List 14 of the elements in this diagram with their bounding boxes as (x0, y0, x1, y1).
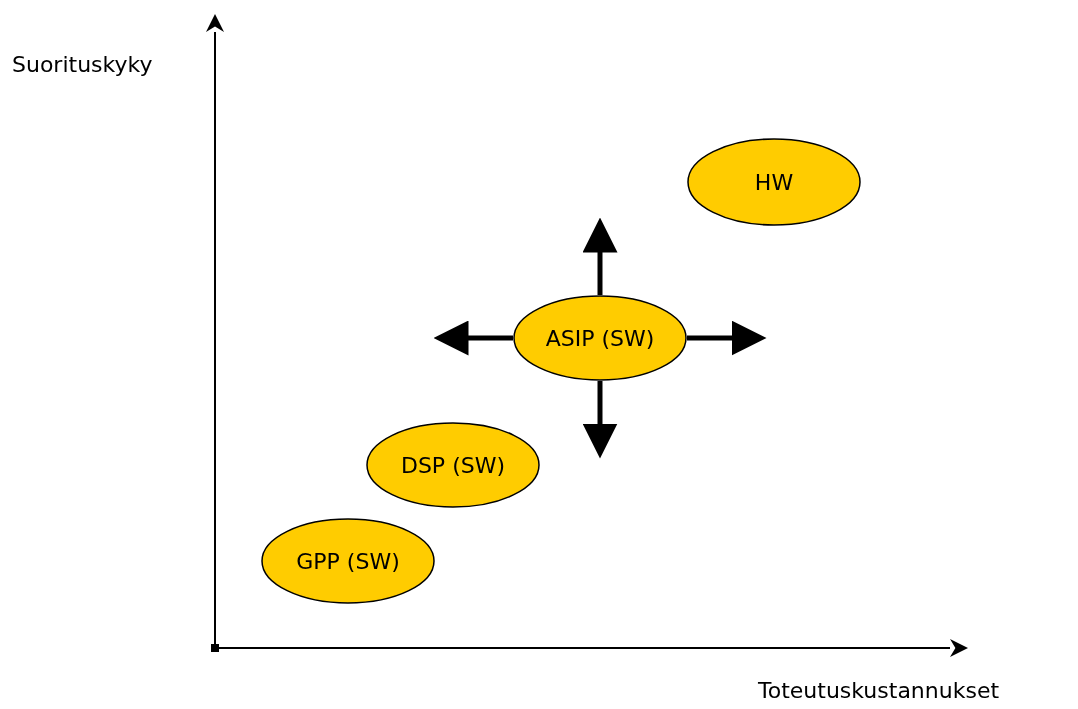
arrow (687, 320, 767, 356)
node-label: DSP (SW) (400, 452, 506, 478)
axis-label: Toteutuskustannukset (758, 678, 1000, 703)
arrow (582, 381, 618, 459)
arrow (433, 320, 513, 356)
ellipse-node (366, 422, 540, 508)
axis-label: Suorituskyky (12, 52, 153, 77)
node-label: ASIP (SW) (545, 325, 655, 351)
ellipse-node (513, 295, 687, 381)
ellipse-node (687, 138, 861, 226)
arrow (582, 217, 618, 295)
node-label: GPP (SW) (296, 548, 400, 574)
ellipse-node (261, 518, 435, 604)
node-label: HW (754, 169, 794, 195)
